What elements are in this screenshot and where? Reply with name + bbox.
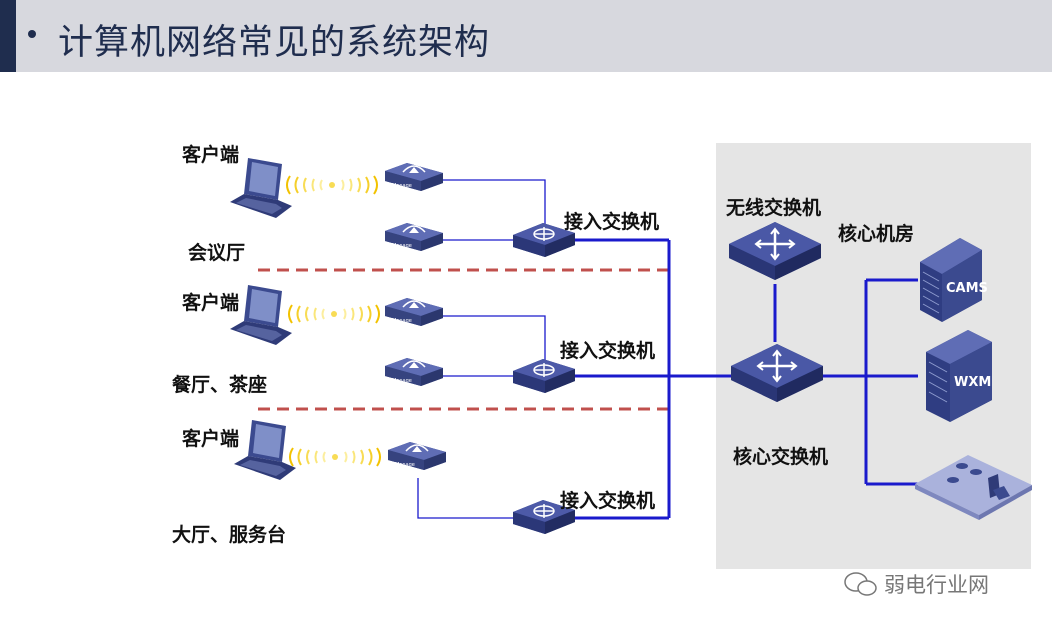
zone3-area-label: 大厅、服务台 [172, 524, 287, 546]
watermark-text: 弱电行业网 [884, 573, 989, 597]
zone3-switch-label: 接入交换机 [560, 490, 656, 512]
core-switch-label: 核心交换机 [733, 446, 829, 468]
ap-tag: Manage [395, 462, 415, 468]
title-bullet [28, 30, 36, 38]
wxm-server-icon: WXM [926, 330, 992, 422]
page-title: 计算机网络常见的系统架构 [58, 23, 491, 63]
wxm-label: WXM [954, 375, 991, 390]
zone2-client-label: 客户端 [182, 292, 240, 314]
zone1-area-label: 会议厅 [188, 242, 246, 264]
wifi-signal-icon [286, 175, 378, 195]
access-switch-icon [512, 358, 576, 394]
laptop-icon [230, 285, 292, 345]
ap-tag: Manage [392, 318, 412, 324]
server-platform-icon [915, 455, 1032, 520]
ap-tag: Manage [392, 243, 412, 249]
cams-server-icon: CAMS [920, 238, 988, 322]
core-switch-icon [729, 342, 825, 404]
zone2-switch-label: 接入交换机 [560, 340, 656, 362]
laptop-icon [230, 158, 292, 218]
zone3-client-label: 客户端 [182, 428, 240, 450]
wireless-switch-label: 无线交换机 [726, 197, 822, 219]
wifi-signal-icon [288, 304, 380, 324]
wireless-switch-icon [727, 220, 823, 282]
header-accent-bar [0, 0, 16, 72]
ap-tag: Manage [392, 183, 412, 189]
wechat-icon [844, 572, 877, 596]
core-room-label: 核心机房 [838, 223, 915, 245]
wifi-signal-icon [289, 447, 381, 467]
ap-tag: Manage [392, 378, 412, 384]
uplinks [575, 238, 918, 520]
laptop-icon [234, 420, 296, 480]
cams-label: CAMS [946, 281, 988, 296]
zone1-switch-label: 接入交换机 [564, 211, 660, 233]
header-bar [0, 0, 1052, 72]
ap-links [417, 179, 546, 519]
zone2-area-label: 餐厅、茶座 [172, 374, 268, 396]
zone1-client-label: 客户端 [182, 144, 240, 166]
